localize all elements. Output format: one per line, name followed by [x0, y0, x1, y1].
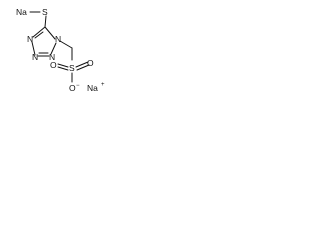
bond-s-o-top — [75, 61, 89, 68]
atom-s-sulfonate: S — [69, 63, 75, 73]
bond-n2-n1 — [50, 42, 57, 55]
bond-s-o-top-double — [76, 64, 90, 71]
bond-s-c5 — [44, 15, 47, 28]
atom-na-top: Na — [16, 7, 27, 17]
structure-canvas: Na S N N N N S O O O − Na + — [0, 0, 107, 111]
charge-o-minus: − — [76, 83, 80, 89]
atom-n3: N — [32, 52, 38, 62]
bond-n4-n3 — [31, 41, 36, 56]
chemical-structure-diagram: Na S N N N N S O O O − Na + — [16, 7, 105, 93]
bond-n1-ch2 — [59, 40, 73, 49]
bond-c5-n4-double — [34, 31, 44, 39]
charge-na-plus: + — [101, 82, 105, 88]
atom-na-right: Na — [87, 83, 98, 93]
atom-n1: N — [55, 34, 61, 44]
bond-s-o-left — [57, 63, 69, 68]
bond-n1-c5 — [44, 26, 56, 40]
atom-o-top: O — [87, 58, 94, 68]
atom-o-left: O — [50, 60, 57, 70]
atom-n4: N — [27, 34, 33, 44]
atom-labels: Na S N N N N S O O O − Na + — [16, 7, 105, 93]
bond-s-o-left-double — [57, 66, 69, 71]
atom-o-bottom: O — [69, 83, 76, 93]
atom-n2: N — [49, 52, 55, 62]
bond-lines — [29, 11, 90, 83]
atom-s-top: S — [42, 7, 48, 17]
bond-c5-n4 — [32, 26, 46, 38]
